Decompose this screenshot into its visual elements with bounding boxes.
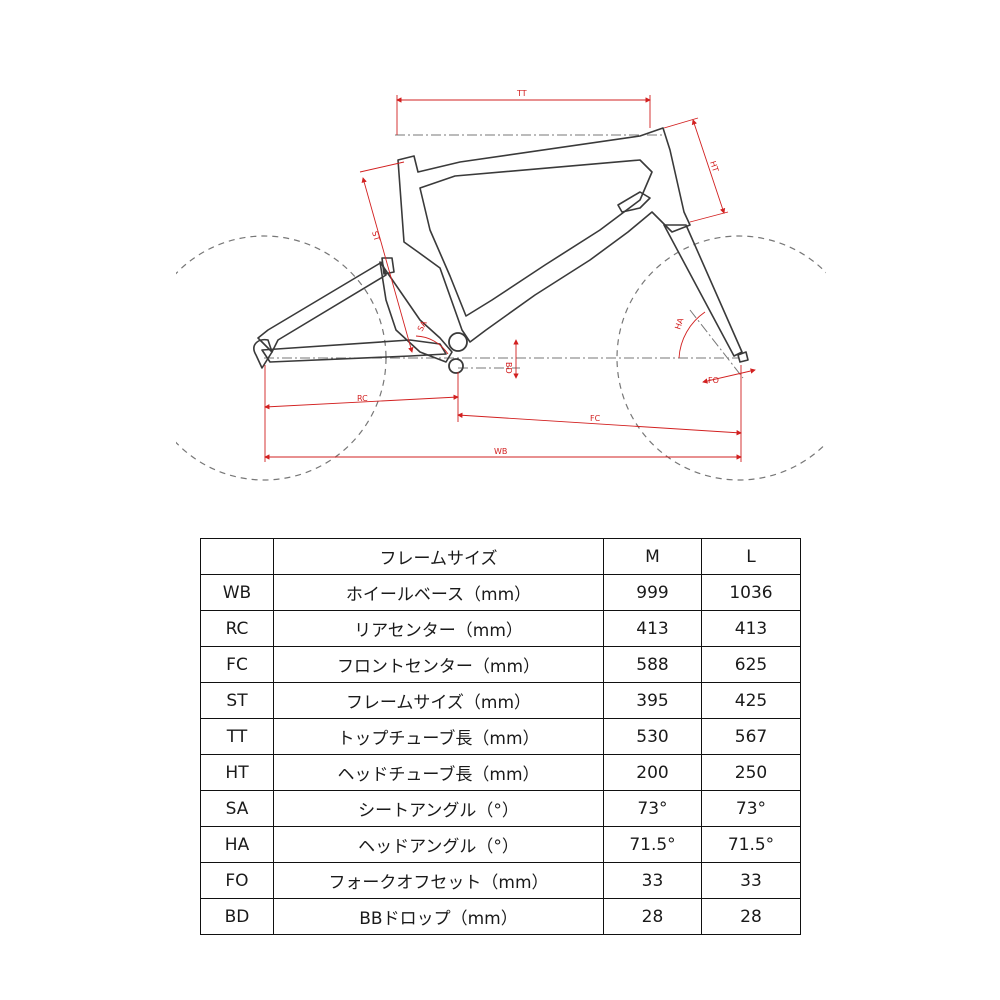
row-name: フォークオフセット（mm） — [273, 862, 604, 899]
row-code: FO — [200, 862, 274, 899]
row-name: リアセンター（mm） — [273, 610, 604, 647]
st-dimension — [361, 177, 414, 353]
table-header-row: フレームサイズ M L — [200, 538, 801, 575]
row-code: WB — [200, 574, 274, 611]
st-label: ST — [370, 230, 381, 242]
row-value-m: 200 — [603, 754, 702, 791]
row-name: ヘッドチューブ長（mm） — [273, 754, 604, 791]
row-value-l: 413 — [701, 610, 801, 647]
row-name: フレームサイズ（mm） — [273, 682, 604, 719]
header-size-m: M — [603, 538, 702, 575]
ht-dimension — [691, 119, 726, 214]
row-value-l: 33 — [701, 862, 801, 899]
row-value-m: 413 — [603, 610, 702, 647]
row-code: TT — [200, 718, 274, 755]
row-value-m: 71.5° — [603, 826, 702, 863]
ht-label: HT — [708, 160, 720, 173]
wb-label: WB — [494, 447, 507, 456]
row-code: BD — [200, 898, 274, 935]
row-value-l: 73° — [701, 790, 801, 827]
front-wheel — [616, 235, 826, 481]
row-code: SA — [200, 790, 274, 827]
header-frame-size: フレームサイズ — [273, 538, 604, 575]
row-code: HT — [200, 754, 274, 791]
row-value-l: 250 — [701, 754, 801, 791]
row-value-m: 28 — [603, 898, 702, 935]
row-value-l: 425 — [701, 682, 801, 719]
row-name: ヘッドアングル（°） — [273, 826, 604, 863]
row-value-l: 625 — [701, 646, 801, 683]
bottom-bracket — [448, 332, 468, 374]
sa-arc — [415, 335, 449, 355]
bd-label: BD — [504, 362, 513, 374]
tt-label: TT — [516, 89, 527, 98]
sa-label: SA — [416, 319, 429, 333]
row-name: トップチューブ長（mm） — [273, 718, 604, 755]
row-name: ホイールベース（mm） — [273, 574, 604, 611]
row-value-m: 33 — [603, 862, 702, 899]
row-value-m: 999 — [603, 574, 702, 611]
row-value-l: 71.5° — [701, 826, 801, 863]
row-value-l: 567 — [701, 718, 801, 755]
row-code: HA — [200, 826, 274, 863]
fo-label: FO — [708, 376, 719, 385]
ha-arc — [678, 311, 706, 359]
row-name: BBドロップ（mm） — [273, 898, 604, 935]
header-size-l: L — [701, 538, 801, 575]
header-code — [200, 538, 274, 575]
bike-frame — [253, 127, 749, 369]
row-value-m: 73° — [603, 790, 702, 827]
fc-label: FC — [590, 414, 601, 423]
ha-label: HA — [673, 316, 685, 330]
rc-label: RC — [357, 394, 368, 403]
row-value-m: 395 — [603, 682, 702, 719]
fo-dimension — [702, 368, 756, 384]
row-name: シートアングル（°） — [273, 790, 604, 827]
steering-axis — [689, 309, 744, 379]
row-name: フロントセンター（mm） — [273, 646, 604, 683]
row-value-m: 588 — [603, 646, 702, 683]
fc-dimension — [457, 412, 742, 436]
row-code: FC — [200, 646, 274, 683]
row-value-l: 1036 — [701, 574, 801, 611]
frame-geometry-diagram: TT HT ST SA HA BD FO RC FC WB — [176, 89, 826, 481]
row-value-l: 28 — [701, 898, 801, 935]
rc-dimension — [264, 394, 459, 410]
row-value-m: 530 — [603, 718, 702, 755]
row-code: ST — [200, 682, 274, 719]
row-code: RC — [200, 610, 274, 647]
